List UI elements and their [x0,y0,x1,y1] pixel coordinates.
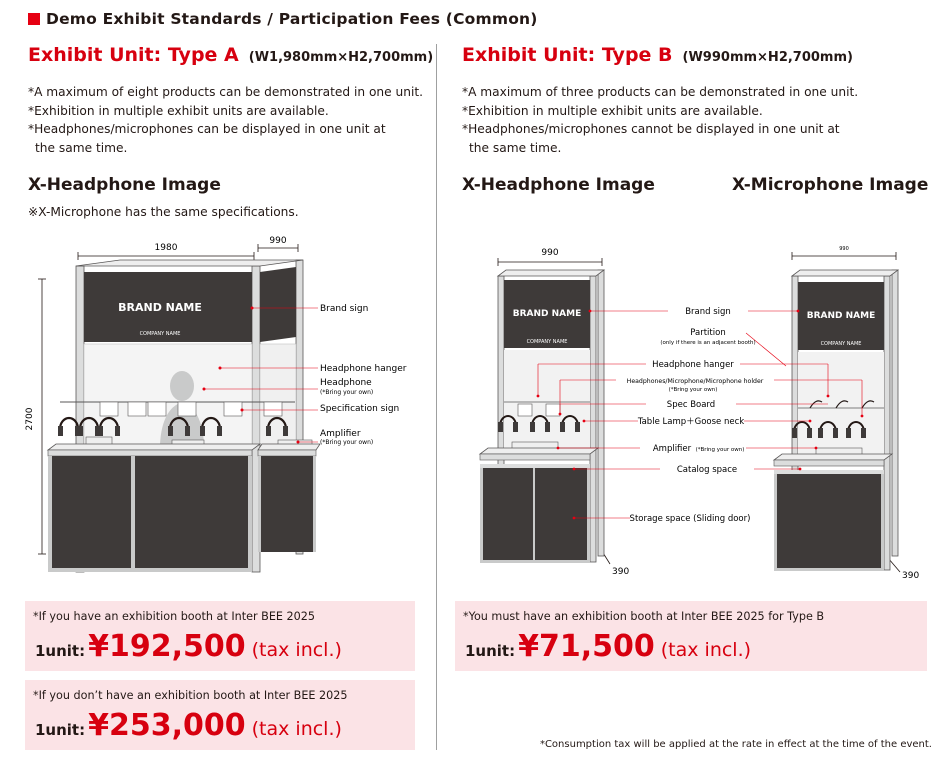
company-name-right: COMPANY NAME [821,341,862,347]
note-line: *Exhibition in multiple exhibit units ar… [462,103,763,118]
brand-name-text: BRAND NAME [118,301,202,314]
fee-condition: *If you have an exhibition booth at Inte… [33,610,315,623]
label-bring-own-b2: (*Bring your own) [696,447,745,453]
fee-amount: ¥192,500 [88,629,246,664]
label-headphone: Headphone [320,378,372,388]
label-storage-space: Storage space (Sliding door) [630,514,751,524]
fee-box-without-booth: *If you don’t have an exhibition booth a… [25,680,415,750]
type-b-title: Exhibit Unit: Type B(W990mm×H2,700mm) [462,44,853,66]
type-b-image-title-right: X-Microphone Image [732,175,929,195]
note-line: *Headphones/microphones cannot be displa… [462,122,840,136]
label-table-lamp: Table Lamp＋Goose neck [637,417,744,427]
company-name-left: COMPANY NAME [527,339,568,345]
note-line: *Headphones/microphones can be displayed… [28,122,386,136]
brand-name-right: BRAND NAME [807,311,876,321]
label-spec-sign: Specification sign [320,404,399,414]
type-b-image-title-left: X-Headphone Image [462,175,655,195]
label-brand-sign: Brand sign [320,304,368,314]
label-brand-sign-b: Brand sign [685,307,731,317]
note-line: the same time. [469,140,562,155]
fee-condition: *If you don’t have an exhibition booth a… [33,689,348,702]
dim-width-left: 990 [541,248,558,258]
type-b-booth-diagram: 990 990 390 390 BRAND NAME COMPANY NAME … [478,246,919,581]
type-b-notes: *A maximum of three products can be demo… [462,83,858,157]
type-a-image-title: X-Headphone Image [28,175,221,195]
dim-width-label: 1980 [155,243,178,253]
label-headphone-hanger: Headphone hanger [320,364,407,374]
fee-unit: 1unit: [35,642,86,660]
type-a-dims: (W1,980mm×H2,700mm) [248,50,434,65]
dim-height-label: 2700 [25,407,35,430]
note-line: *A maximum of eight products can be demo… [28,85,423,99]
note-line: *A maximum of three products can be demo… [462,85,859,99]
label-bring-own-1: (*Bring your own) [320,389,373,396]
fee-amount: ¥253,000 [88,708,246,743]
label-catalog-space: Catalog space [677,465,737,475]
column-divider [436,44,437,750]
fee-price: 1unit:¥71,500(tax incl.) [465,629,751,664]
fee-price: 1unit:¥192,500(tax incl.) [35,629,342,664]
label-amplifier: Amplifier [320,429,361,439]
label-partition: Partition [690,328,725,338]
label-headphone-hanger-b: Headphone hanger [652,360,734,370]
fee-tax: (tax incl.) [251,718,342,740]
type-a-title: Exhibit Unit: Type A(W1,980mm×H2,700mm) [28,44,434,66]
fee-unit: 1unit: [465,642,516,660]
company-name-text: COMPANY NAME [140,331,181,337]
note-line: the same time. [35,140,128,155]
dim-depth-right: 390 [902,571,919,581]
dim-side-label: 990 [269,236,286,246]
label-bring-own-2: (*Bring your own) [320,439,373,446]
fee-amount: ¥71,500 [518,629,655,664]
page-header: Demo Exhibit Standards / Participation F… [28,10,538,28]
fee-box-type-b: *You must have an exhibition booth at In… [455,601,927,671]
type-b-dims: (W990mm×H2,700mm) [682,50,853,65]
label-spec-board: Spec Board [667,400,715,410]
fee-price: 1unit:¥253,000(tax incl.) [35,708,342,743]
label-holder: Headphones/Microphone/Microphone holder [627,378,764,385]
label-bring-own-b1: (*Bring your own) [669,387,718,393]
dim-width-right: 990 [839,246,849,252]
type-a-image-note: ※X-Microphone has the same specification… [28,205,299,219]
label-partition-note: (only if there is an adjacent booth) [660,340,755,346]
type-a-notes: *A maximum of eight products can be demo… [28,83,423,157]
fee-unit: 1unit: [35,721,86,739]
fee-tax: (tax incl.) [251,639,342,661]
type-a-booth-diagram: 1980 990 2700 BRAND NAME COMPANY NAME [25,236,407,573]
page-title: Demo Exhibit Standards / Participation F… [46,10,538,28]
fee-tax: (tax incl.) [660,639,752,661]
fee-box-with-booth: *If you have an exhibition booth at Inte… [25,601,415,671]
note-line: *Exhibition in multiple exhibit units ar… [28,103,329,118]
fee-condition: *You must have an exhibition booth at In… [463,610,825,623]
red-square-icon [28,13,40,25]
brand-name-left: BRAND NAME [513,309,582,319]
footnote: *Consumption tax will be applied at the … [539,739,932,750]
dim-depth-left: 390 [612,567,629,577]
label-amplifier-b: Amplifier [653,444,692,454]
